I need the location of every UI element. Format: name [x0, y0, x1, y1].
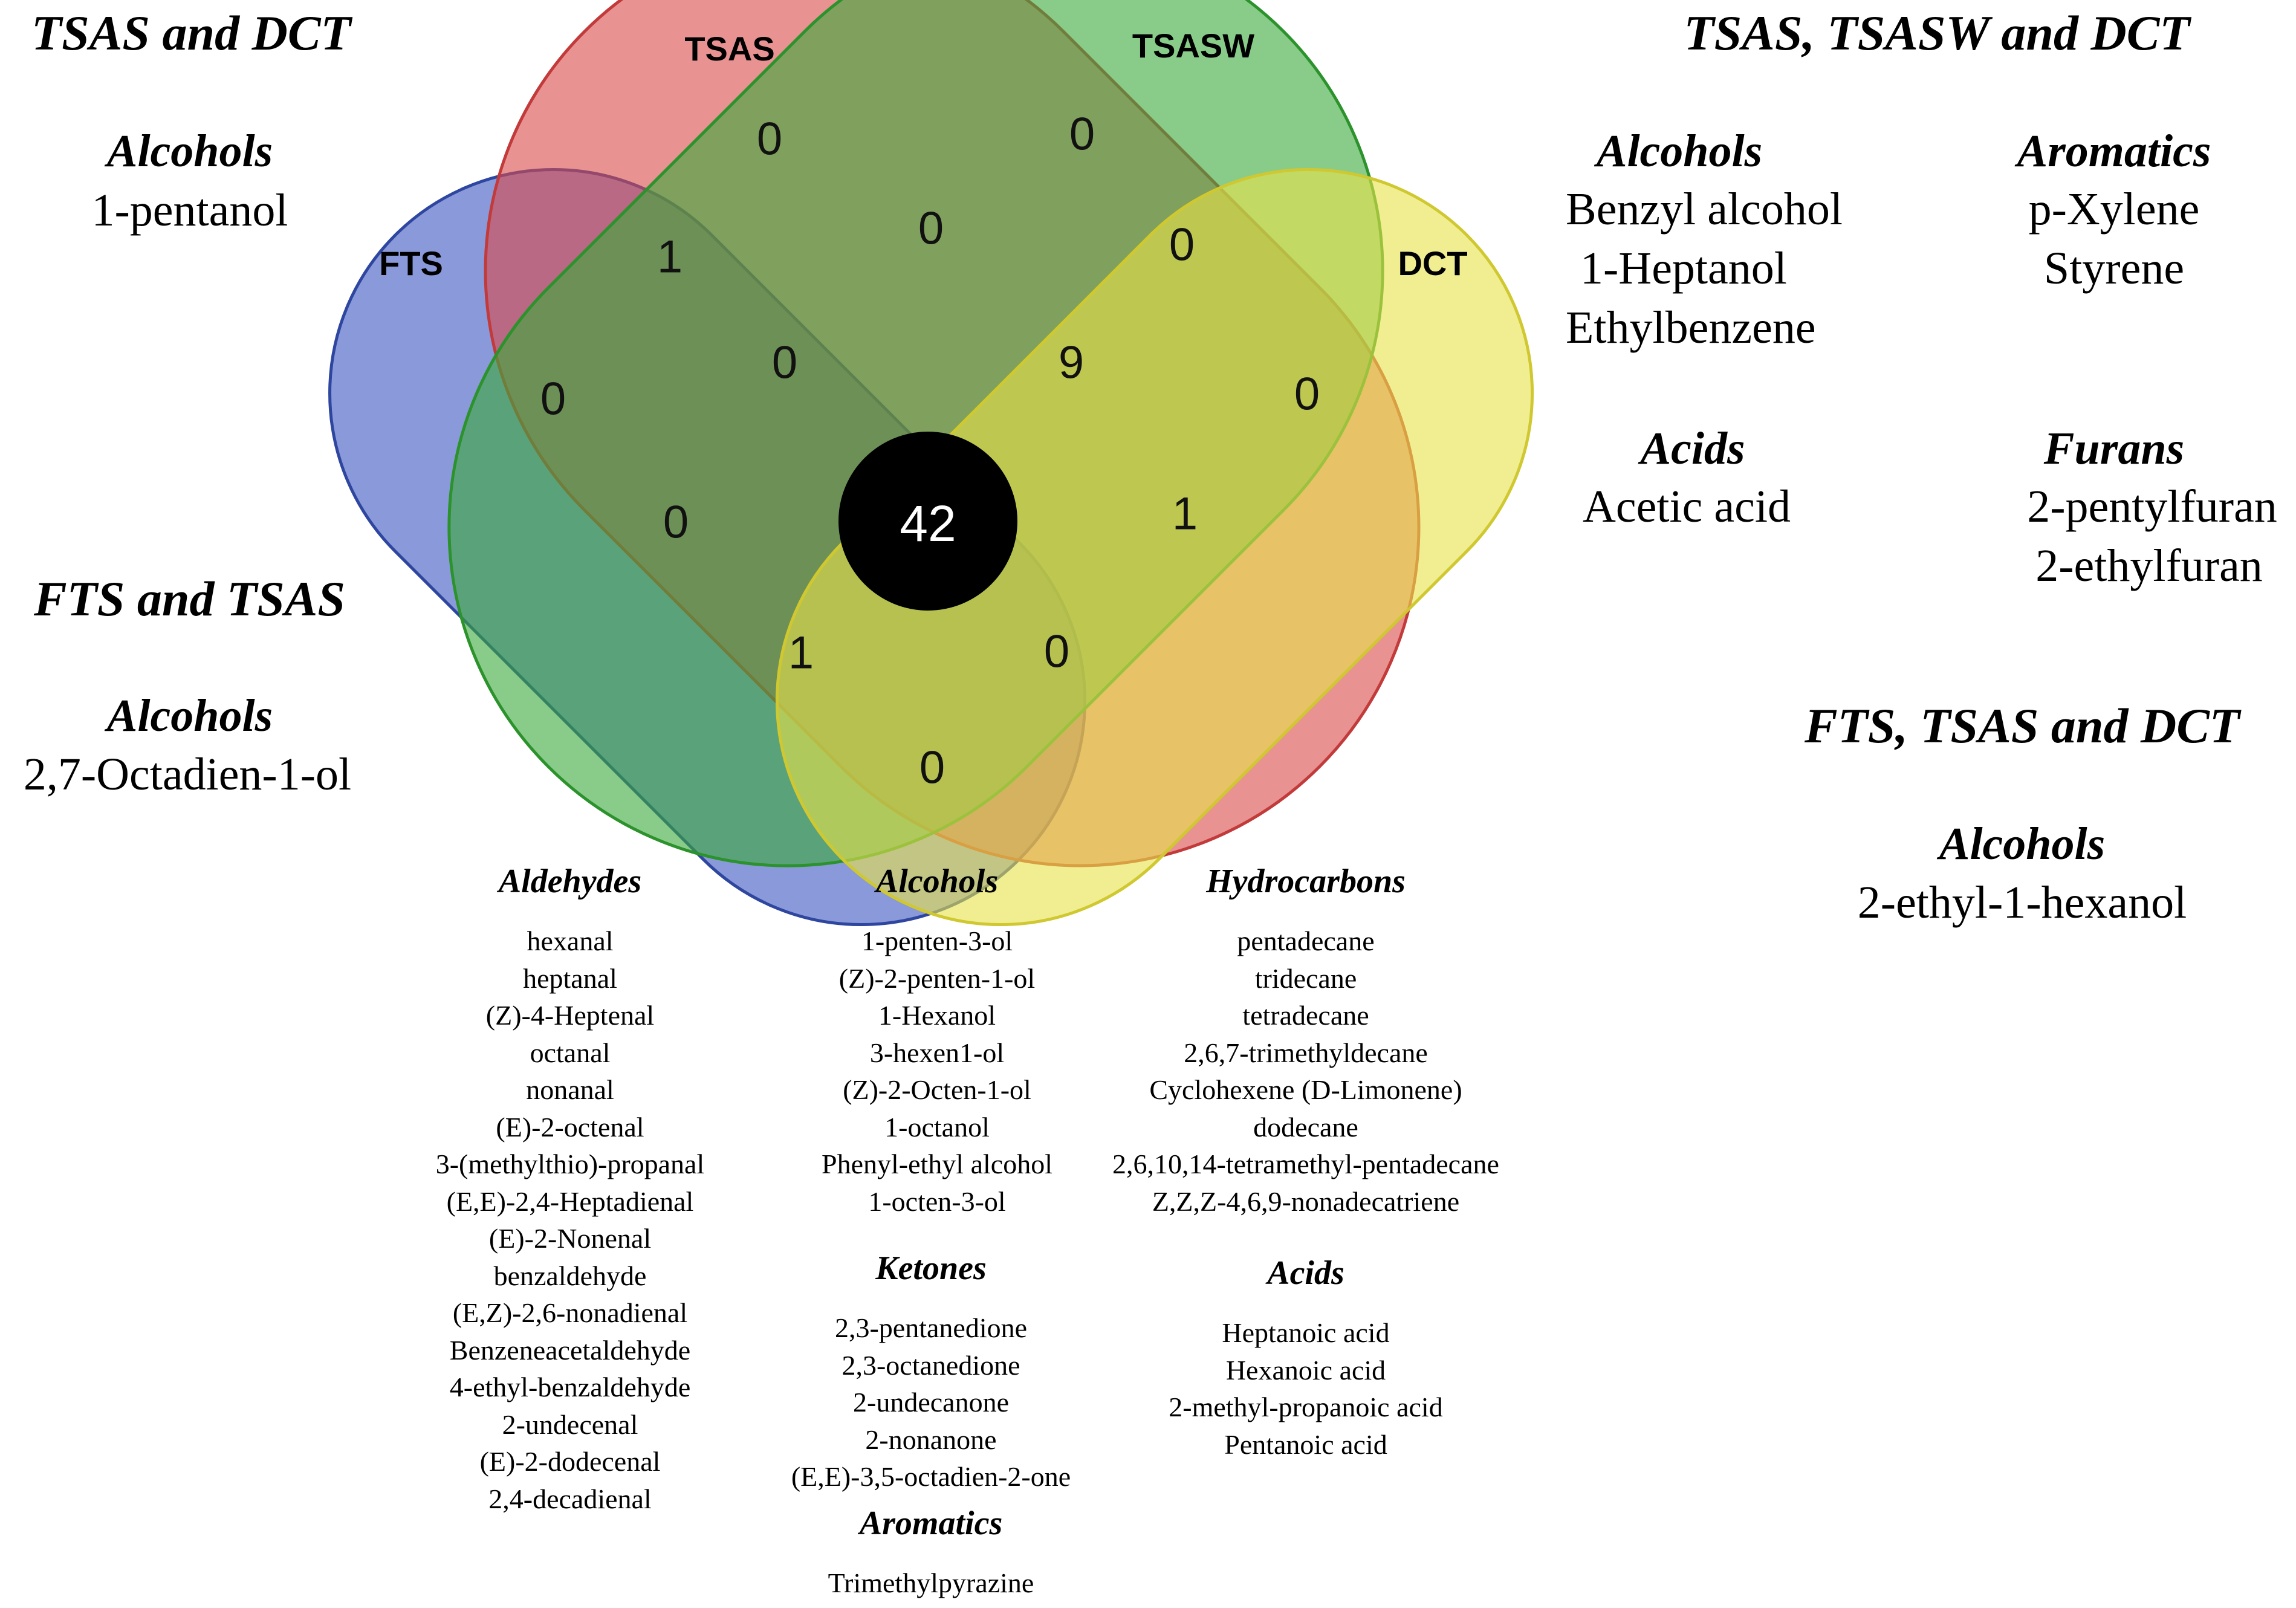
compound-item: (Z)-4-Heptenal — [485, 1000, 655, 1031]
set-label-fts: FTS — [379, 244, 443, 282]
compound-item: 2,6,7-trimethyldecane — [1184, 1037, 1428, 1068]
compound-list-hydrocarbons: Hydrocarbons pentadecane tridecane tetradec… — [1076, 857, 1536, 1220]
region-count-fts-only: 0 — [540, 374, 566, 425]
region-count-tsas-only: 0 — [757, 114, 782, 165]
compound-item: 1-Hexanol — [878, 1000, 996, 1031]
group-title-tsas-tsasw-dct: TSAS, TSASW and DCT — [1684, 5, 2190, 60]
compound-item: 2,4-decadienal — [488, 1483, 652, 1514]
compound-item: tetradecane — [1242, 1000, 1369, 1031]
compound-item: 1-octen-3-ol — [868, 1185, 1006, 1217]
category-alcohols-fts-tsas: Alcohols — [106, 690, 273, 741]
region-count-tsasw-only: 0 — [1069, 109, 1095, 160]
compound-item: 2,3-octanedione — [842, 1349, 1020, 1381]
category-acids-tsas-tsasw-dct: Acids — [1640, 423, 1745, 474]
compound-item: 3-(methylthio)-propanal — [435, 1149, 705, 1179]
compound-item: (E,E)-2,4-Heptadienal — [446, 1185, 694, 1217]
region-count-fts-dct: 0 — [919, 742, 945, 794]
compound-item: 2,6,10,14-tetramethyl-pentadecane — [1112, 1149, 1499, 1179]
compound-item: Styrene — [2043, 243, 2185, 294]
compound-item: Pentanoic acid — [1224, 1428, 1387, 1460]
compound-item: (E)-2-Nonenal — [488, 1223, 652, 1254]
category-label-ketones: Ketones — [875, 1250, 987, 1287]
group-title-tsas-dct: TSAS and DCT — [31, 5, 351, 60]
venn-set-dct — [775, 167, 1534, 927]
category-label-acids: Acids — [1267, 1254, 1344, 1292]
category-alcohols-tsas-dct: Alcohols — [106, 126, 273, 177]
compound-item: 1-Heptanol — [1580, 243, 1787, 294]
region-count-fts-tsas: 1 — [657, 232, 683, 283]
compound-item: 2-undecenal — [502, 1409, 638, 1440]
compound-item: 2,3-pentanedione — [834, 1312, 1028, 1343]
compound-item: 2-pentylfuran — [2027, 481, 2277, 532]
compound-item: 4-ethyl-benzaldehyde — [449, 1372, 691, 1402]
compound-item: 3-hexen1-ol — [869, 1037, 1005, 1068]
compound-item: 1-octanol — [884, 1111, 990, 1143]
compound-list-alcohols: Alcohols 1-penten-3-ol (Z)-2-penten-1-ol 1-… — [750, 857, 1124, 1220]
region-count-tsasw-dct: 0 — [1169, 219, 1195, 271]
region-count-fts-tsas-dct: 0 — [1044, 626, 1069, 678]
region-count-fts-tsasw-dct: 1 — [788, 627, 814, 679]
compound-item: 1-pentanol — [91, 185, 288, 236]
category-label-aldehydes: Aldehydes — [498, 863, 642, 900]
compound-item: 2-methyl-propanoic acid — [1169, 1392, 1443, 1422]
compound-item: Hexanoic acid — [1225, 1354, 1386, 1386]
compound-item: Phenyl-ethyl alcohol — [822, 1149, 1052, 1179]
region-count-tsas-tsasw-dct: 9 — [1059, 337, 1084, 389]
compound-item: (E)-2-octenal — [496, 1111, 644, 1143]
compound-item: Acetic acid — [1583, 481, 1791, 532]
compound-list-ketones: Ketones 2,3-pentanedione 2,3-octanedione 2-… — [719, 1244, 1143, 1496]
category-aromatics-tsas-tsasw-dct: Aromatics — [2017, 126, 2211, 177]
category-label-hydrocarbons: Hydrocarbons — [1206, 863, 1406, 900]
compound-item: Trimethylpyrazine — [828, 1567, 1034, 1598]
compound-item: nonanal — [526, 1074, 614, 1105]
compound-item: 2,7-Octadien-1-ol — [23, 749, 352, 800]
set-label-tsas: TSAS — [684, 30, 774, 68]
compound-list-aldehydes: Aldehydes hexanal heptanal (Z)-4-Heptenal oc… — [358, 857, 782, 1517]
compound-item: dodecane — [1253, 1111, 1358, 1143]
compound-item: (Z)-2-penten-1-ol — [838, 962, 1036, 994]
compound-item: heptanal — [523, 962, 617, 994]
compound-item: 2-ethylfuran — [2035, 540, 2263, 591]
set-label-dct: DCT — [1398, 244, 1467, 282]
compound-item: (E,Z)-2,6-nonadienal — [452, 1297, 688, 1328]
compound-item: Benzyl alcohol — [1566, 184, 1843, 235]
compound-item: (E)-2-dodecenal — [479, 1446, 661, 1477]
region-count-all: 42 — [900, 495, 956, 552]
compound-item: 2-ethyl-1-hexanol — [1857, 877, 2187, 928]
compound-item: 1-penten-3-ol — [861, 926, 1013, 956]
category-label-aromatics: Aromatics — [859, 1505, 1003, 1542]
compound-item: 2-nonanone — [865, 1424, 997, 1455]
compound-item: Cyclohexene (D-Limonene) — [1149, 1074, 1462, 1105]
compound-item: p-Xylene — [2028, 184, 2200, 235]
group-title-fts-tsas-dct: FTS, TSAS and DCT — [1805, 698, 2240, 753]
set-label-tsasw: TSASW — [1132, 27, 1254, 65]
compound-item: Benzeneacetaldehyde — [449, 1334, 691, 1366]
compound-item: tridecane — [1254, 962, 1357, 994]
category-label-alcohols: Alcohols — [875, 863, 999, 900]
compound-item: octanal — [530, 1037, 611, 1068]
region-count-fts-tsas-tsasw: 0 — [772, 337, 797, 389]
compound-item: benzaldehyde — [493, 1260, 647, 1291]
compound-item: Z,Z,Z-4,6,9-nonadecatriene — [1152, 1185, 1460, 1217]
venn-center-circle — [838, 432, 1017, 611]
category-furans-tsas-tsasw-dct: Furans — [2043, 423, 2185, 474]
category-alcohols-fts-tsas-dct: Alcohols — [1939, 819, 2106, 869]
compound-item: (E,E)-3,5-octadien-2-one — [791, 1461, 1071, 1492]
compound-item: 2-undecanone — [853, 1387, 1009, 1418]
compound-item: pentadecane — [1237, 926, 1375, 956]
region-count-tsas-dct: 1 — [1172, 488, 1198, 540]
region-count-fts-tsasw: 0 — [663, 497, 689, 548]
compound-item: (Z)-2-Octen-1-ol — [843, 1074, 1031, 1105]
compound-item: hexanal — [527, 926, 614, 956]
compound-item: Ethylbenzene — [1566, 302, 1816, 353]
compound-item: Heptanoic acid — [1222, 1317, 1390, 1348]
region-count-tsas-tsasw: 0 — [918, 203, 944, 254]
category-alcohols-tsas-tsasw-dct: Alcohols — [1596, 126, 1763, 177]
region-count-dct-only: 0 — [1294, 369, 1320, 420]
group-title-fts-tsas: FTS and TSAS — [34, 571, 345, 626]
